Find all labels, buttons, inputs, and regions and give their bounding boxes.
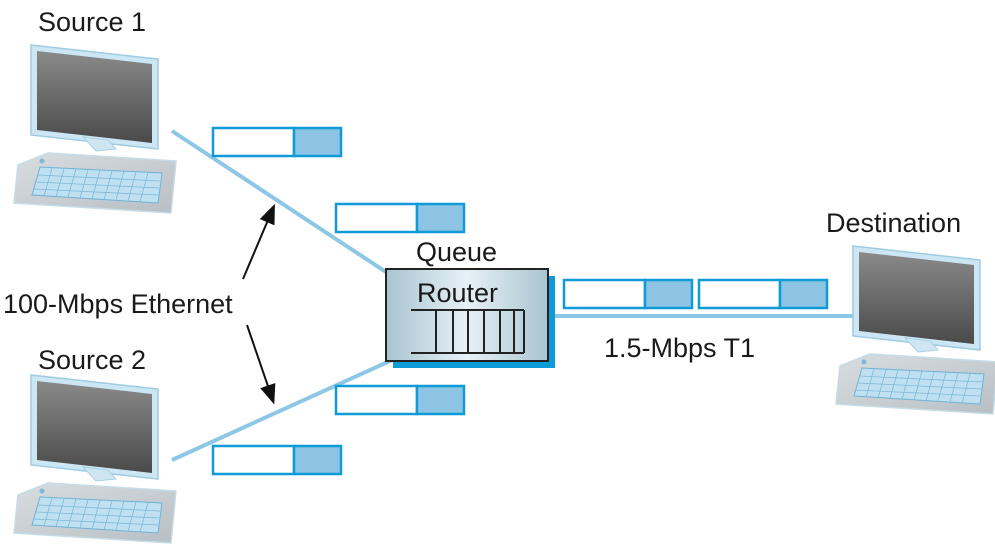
arrow-to-source1-link-icon: [242, 203, 275, 280]
packet-t1-b: [697, 278, 829, 310]
destination-computer-icon: [835, 245, 995, 415]
link-source1-router: [170, 129, 394, 278]
source2-computer-icon: [13, 374, 177, 544]
t1-label: 1.5-Mbps T1: [604, 333, 755, 363]
queue-label: Queue: [416, 237, 497, 267]
source2-label: Source 2: [38, 345, 146, 375]
router: [385, 268, 555, 368]
source1-label: Source 1: [38, 7, 146, 37]
packet-t1-a: [562, 278, 694, 310]
router-label: Router: [417, 278, 498, 308]
packet-source2-a: [334, 384, 466, 416]
packet-source2-b: [211, 444, 343, 476]
packet-source1-a: [211, 126, 343, 158]
packet-source1-b: [334, 202, 466, 234]
arrow-to-source2-link-icon: [246, 324, 276, 405]
queue-icon: [411, 309, 525, 354]
link-source2-router: [171, 358, 393, 462]
source1-computer-icon: [13, 44, 177, 214]
ethernet-label: 100-Mbps Ethernet: [3, 289, 233, 319]
destination-label: Destination: [826, 208, 961, 238]
